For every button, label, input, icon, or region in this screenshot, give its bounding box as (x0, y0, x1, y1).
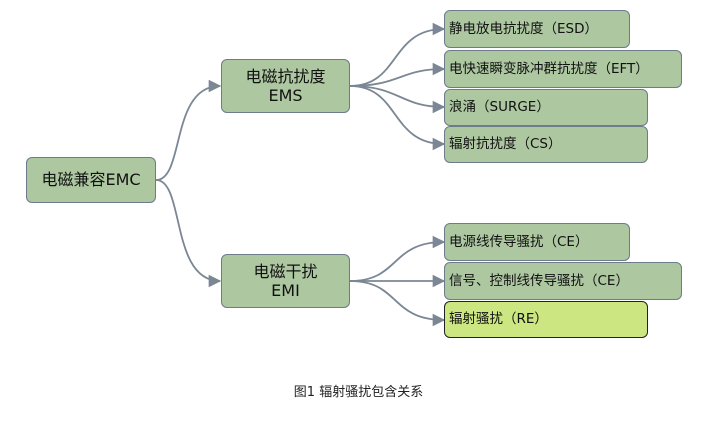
node-emi-label-line1: 电磁干扰 (253, 261, 318, 281)
node-re: 辐射骚扰（RE） (444, 301, 648, 338)
node-cs-label: 辐射抗扰度（CS） (449, 136, 562, 153)
node-emc: 电磁兼容EMC (26, 157, 156, 203)
node-signal-ce: 信号、控制线传导骚扰（CE） (444, 262, 682, 300)
node-power-ce: 电源线传导骚扰（CE） (444, 223, 630, 261)
edge-emi-power (349, 235, 446, 282)
edge-ems-surge (349, 85, 446, 114)
node-eft-label: 电快速瞬变脉冲群抗扰度（EFT） (449, 60, 649, 77)
node-emi: 电磁干扰 EMI (221, 254, 350, 308)
node-ems: 电磁抗扰度 EMS (221, 59, 350, 113)
node-signal-ce-label: 信号、控制线传导骚扰（CE） (449, 272, 629, 289)
edge-ems-esd (349, 22, 446, 87)
node-power-ce-label: 电源线传导骚扰（CE） (449, 233, 589, 250)
node-emc-label: 电磁兼容EMC (41, 170, 141, 190)
node-emi-label-line2: EMI (271, 281, 300, 300)
node-eft: 电快速瞬变脉冲群抗扰度（EFT） (444, 50, 682, 88)
edge-root-ems (155, 79, 222, 181)
node-esd-label: 静电放电抗扰度（ESD） (449, 20, 598, 37)
edge-ems-eft (349, 62, 446, 87)
node-ems-label-line2: EMS (268, 86, 303, 105)
node-surge-label: 浪涌（SURGE） (449, 99, 550, 116)
node-esd: 静电放电抗扰度（ESD） (444, 10, 630, 48)
edge-root-emi (155, 179, 222, 288)
node-ems-label-line1: 电磁抗扰度 (245, 66, 326, 86)
edge-emi-re (349, 280, 446, 327)
node-cs: 辐射抗扰度（CS） (444, 126, 648, 163)
node-re-label: 辐射骚扰（RE） (449, 311, 548, 328)
node-surge: 浪涌（SURGE） (444, 89, 648, 126)
edge-ems-cs (349, 85, 446, 151)
figure-caption: 图1 辐射骚扰包含关系 (293, 385, 424, 400)
